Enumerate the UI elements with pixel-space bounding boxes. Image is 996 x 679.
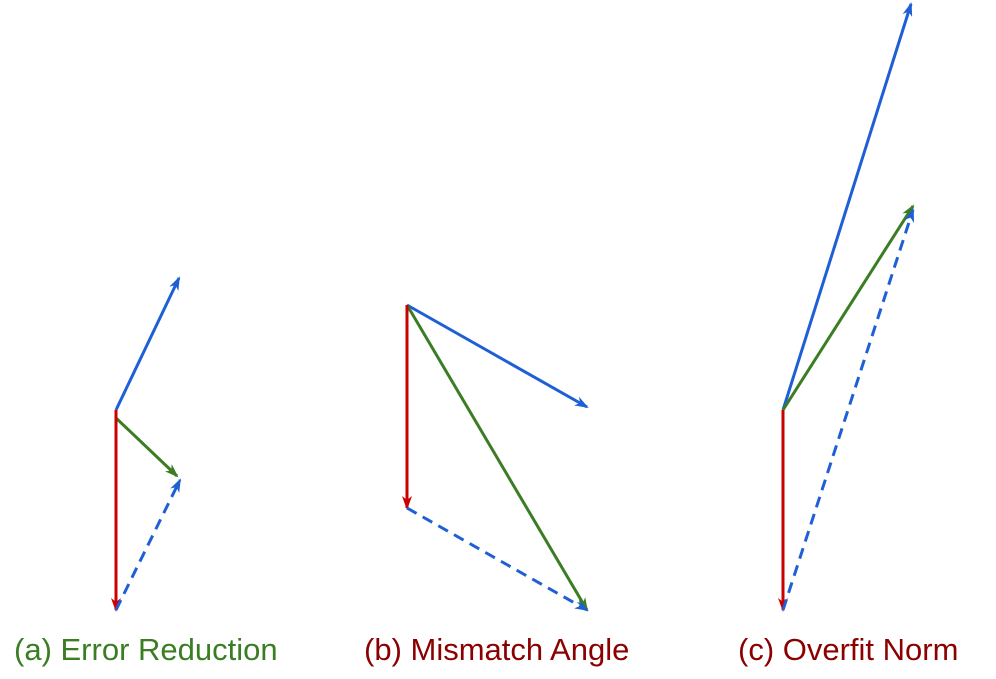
panel-c-green-vector — [781, 204, 915, 411]
caption-error-reduction: (a) Error Reduction — [14, 632, 278, 667]
panel-b-blue-vector — [406, 303, 589, 409]
panel-c-blue-dashed-vector — [781, 208, 915, 611]
panel-b-blue-dashed-vector — [406, 506, 589, 612]
panel-a — [111, 276, 182, 612]
panel-b-green-vector — [405, 304, 589, 612]
panel-c-blue-vector — [781, 2, 913, 411]
caption-mismatch-angle: (b) Mismatch Angle — [364, 632, 630, 667]
panel-c — [778, 2, 915, 612]
panel-a-blue-dashed-vector — [114, 478, 182, 611]
panel-a-blue-vector — [114, 276, 181, 411]
caption-overfit-norm: (c) Overfit Norm — [738, 632, 959, 667]
panel-a-green-vector — [114, 416, 179, 478]
panel-b — [402, 303, 589, 612]
